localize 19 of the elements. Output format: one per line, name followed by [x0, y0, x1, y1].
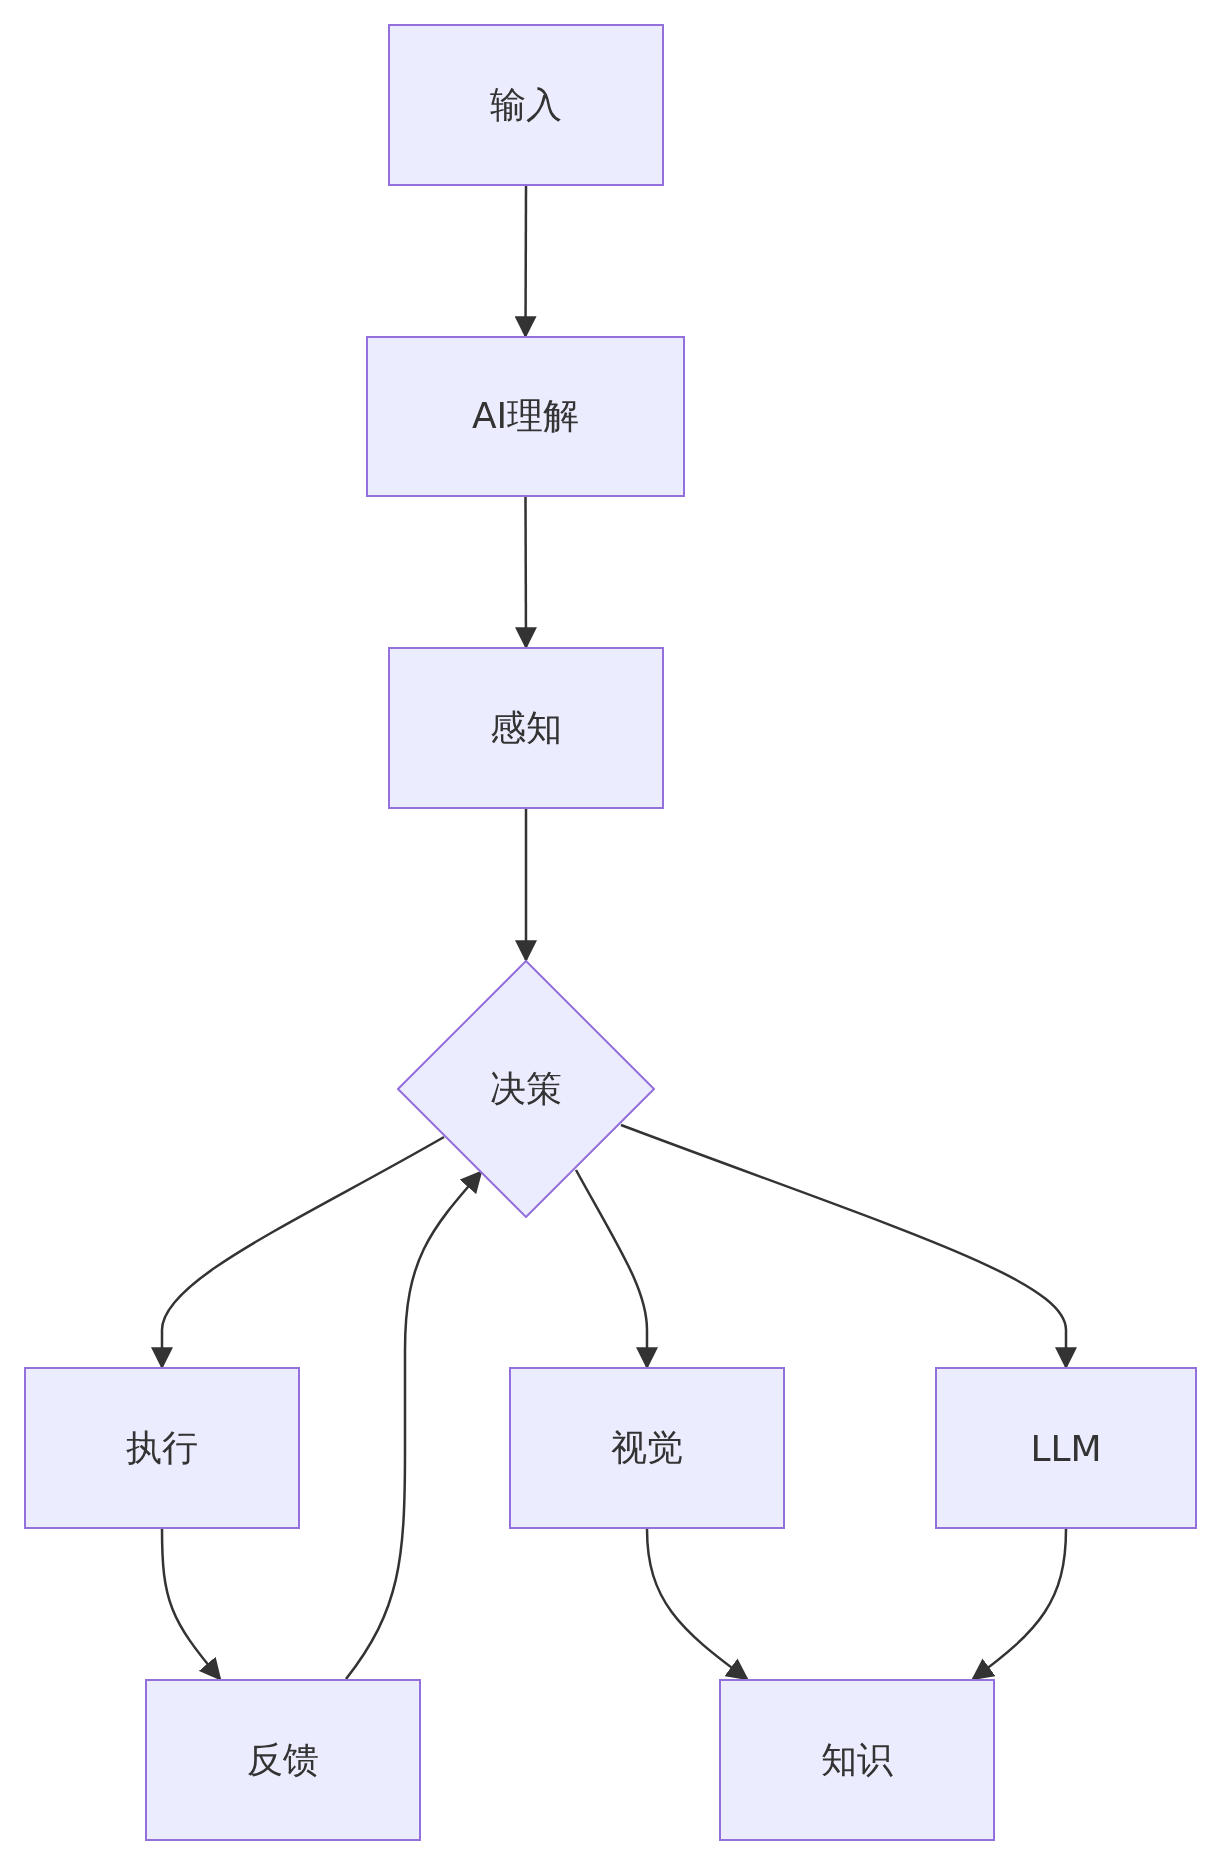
arrow: [160, 1529, 222, 1681]
process-box: 知识: [719, 1679, 995, 1841]
process-box: AI理解: [366, 336, 685, 497]
arrow: [971, 1528, 1068, 1681]
arrow: [620, 1123, 1077, 1370]
process-box: 输入: [388, 24, 664, 186]
arrow: [345, 1170, 483, 1680]
decision-diamond: 决策: [397, 960, 655, 1218]
process-box: 反馈: [145, 1679, 421, 1841]
arrow: [645, 1528, 749, 1681]
process-box: 视觉: [509, 1367, 785, 1529]
arrow: [151, 1135, 445, 1370]
arrow: [515, 809, 537, 963]
process-box: 执行: [24, 1367, 300, 1529]
arrow: [574, 1169, 658, 1370]
arrow: [514, 186, 537, 339]
process-box: 感知: [388, 647, 664, 809]
arrow: [514, 497, 537, 650]
process-box: LLM: [935, 1367, 1197, 1529]
